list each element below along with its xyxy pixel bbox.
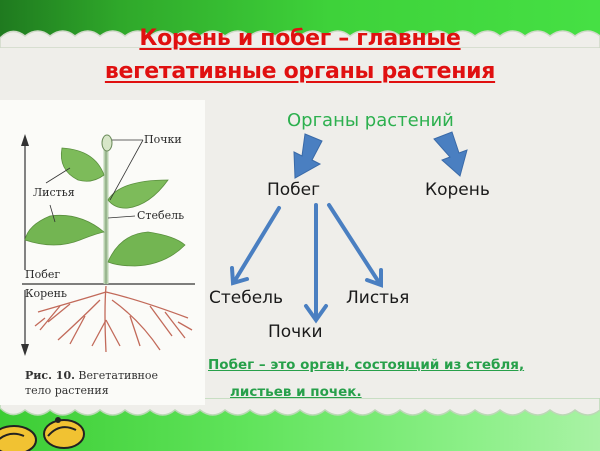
- figure-label-shoot: Побег: [25, 268, 61, 281]
- caption-text: Вегетативное: [74, 369, 159, 382]
- figure-label-leaves: Листья: [33, 186, 75, 199]
- label-pointers: [45, 139, 144, 223]
- block-arrow-to-root-icon: [433, 131, 468, 177]
- shoot-definition: Побег – это орган, состоящий из стебля, …: [208, 352, 524, 406]
- arrow-down-icon: [21, 344, 29, 356]
- node-leaves: Листья: [346, 288, 410, 308]
- node-root: Корень: [425, 180, 490, 200]
- caption-line-2: тело растения: [25, 384, 109, 397]
- figure-label-root: Корень: [25, 287, 68, 300]
- definition-line-1: Побег – это орган, состоящий из стебля,: [208, 357, 525, 373]
- slide-title: Корень и побег – главные вегетативные ор…: [0, 22, 600, 88]
- node-buds: Почки: [268, 322, 323, 342]
- bottom-green-band: [0, 405, 600, 451]
- node-plant-organs: Органы растений: [287, 110, 454, 131]
- caption-number: Рис. 10.: [25, 369, 75, 382]
- node-shoot: Побег: [267, 180, 321, 200]
- figure-label-stem: Стебель: [137, 209, 185, 222]
- figure-label-buds: Почки: [144, 133, 182, 146]
- block-arrow-to-shoot-icon: [293, 133, 323, 179]
- plant-illustration: [21, 134, 195, 356]
- top-scallop-border: [0, 30, 600, 48]
- node-stem: Стебель: [209, 288, 284, 308]
- beetle-icon: [0, 425, 37, 451]
- arrow-up-icon: [21, 134, 29, 146]
- figure-caption: Рис. 10. Вегетативное тело растения: [25, 368, 158, 398]
- title-line-2: вегетативные органы растения: [104, 59, 496, 84]
- definition-line-2: листьев и почек.: [230, 384, 362, 400]
- beetle-decorations: [0, 417, 85, 451]
- roots: [34, 285, 193, 353]
- beetle-icon: [43, 419, 85, 449]
- title-line-1: Корень и побег – главные: [139, 26, 461, 51]
- top-green-band: [0, 0, 600, 40]
